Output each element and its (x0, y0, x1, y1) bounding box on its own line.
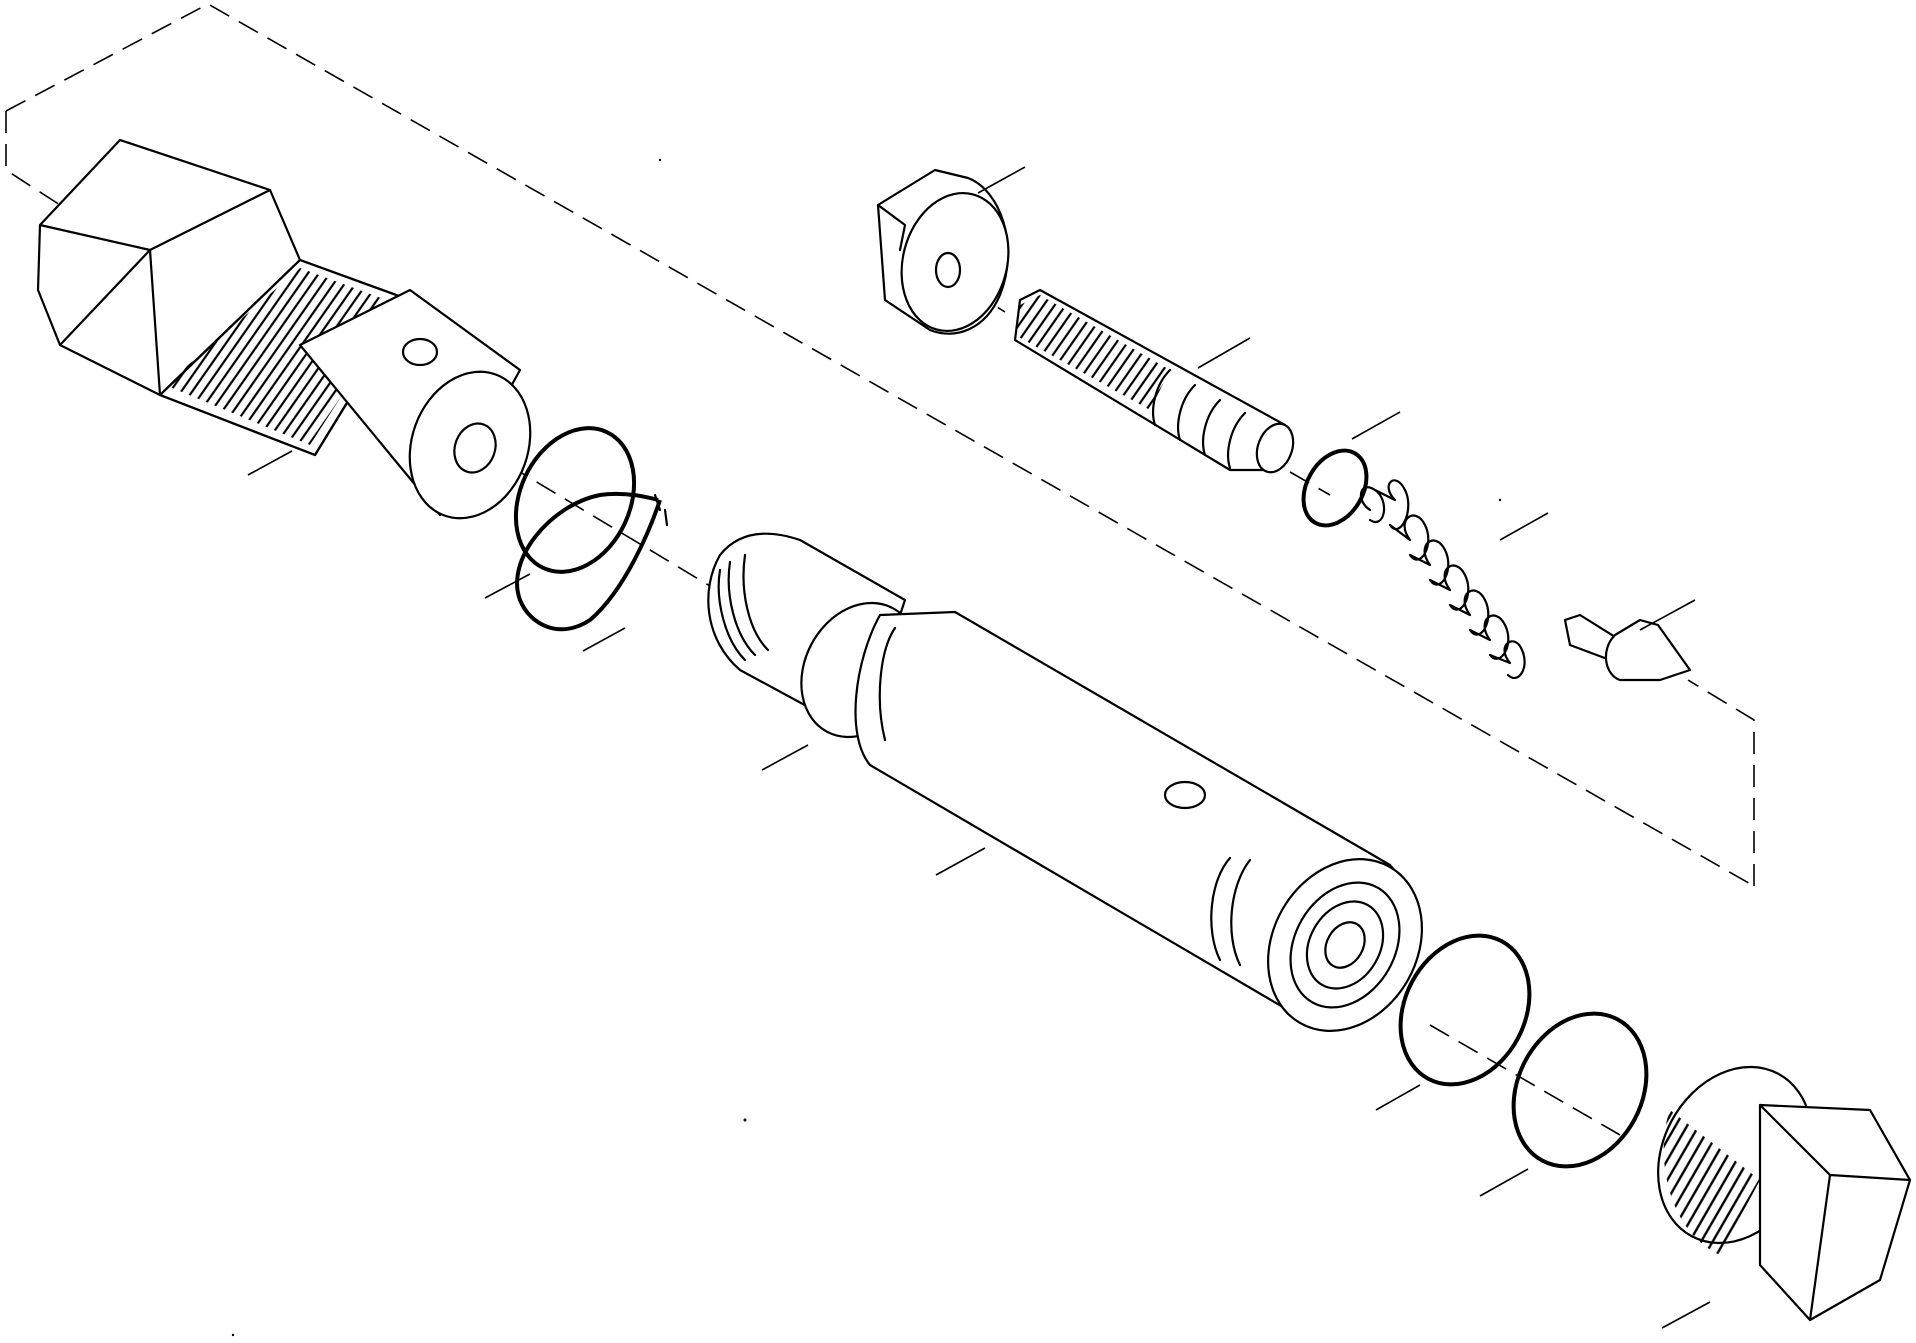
o-ring-plug (1479, 1011, 1649, 1197)
retainer-cap (876, 166, 1026, 335)
o-ring-screw (1301, 411, 1401, 528)
scan-specks (231, 158, 1502, 1337)
threaded-valve-housing (36, 138, 532, 520)
o-ring-spool-end (1375, 933, 1532, 1111)
o-ring-housing (484, 426, 637, 599)
poppet (1563, 599, 1696, 682)
adjusting-screw (1013, 288, 1295, 474)
assembly-path-dashed (5, 3, 1755, 1136)
hex-plug (1657, 1065, 1912, 1329)
spool (854, 610, 1423, 1032)
snap-ring (515, 491, 669, 652)
compression-spring (1359, 479, 1549, 679)
